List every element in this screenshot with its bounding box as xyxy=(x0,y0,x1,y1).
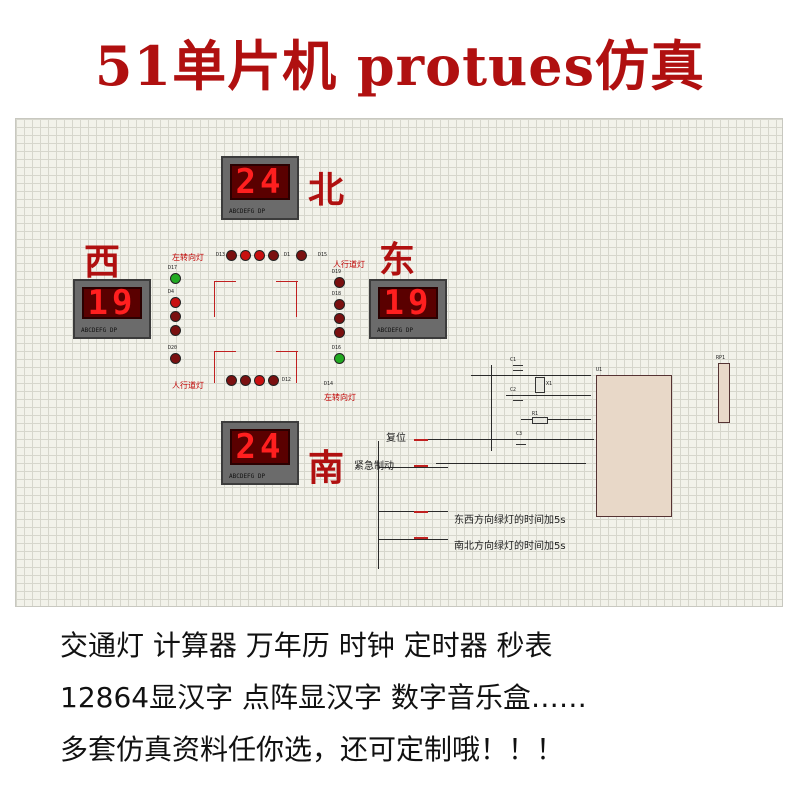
road-line xyxy=(276,351,298,352)
led-east-4 xyxy=(334,327,345,338)
led-west-5 xyxy=(170,353,181,364)
reset-button[interactable] xyxy=(414,431,428,441)
wire xyxy=(506,395,591,396)
wire xyxy=(378,441,379,569)
wire xyxy=(491,365,492,451)
crystal-x1 xyxy=(535,377,545,393)
bottom-line-1: 交通灯 计算器 万年历 时钟 定时器 秒表 xyxy=(60,629,553,662)
north-label: 北 xyxy=(308,170,345,211)
south-label: 南 xyxy=(308,448,345,489)
led-east-3 xyxy=(334,313,345,324)
wire xyxy=(436,463,586,464)
led-top-1 xyxy=(226,250,237,261)
bottom-line-3: 多套仿真资料任你选，还可定制哦！！！ xyxy=(60,733,565,766)
road-line xyxy=(296,351,297,383)
led-ref-d1: D1 xyxy=(284,252,291,258)
led-top-5 xyxy=(296,250,307,261)
capacitor-c3 xyxy=(516,439,526,445)
wire xyxy=(378,467,448,468)
north-display-digits: 24 xyxy=(230,162,290,202)
emergency-button[interactable] xyxy=(414,457,428,467)
ns-plus-label: 南北方向绿灯的时间加5s xyxy=(454,541,566,552)
mcu-u1[interactable] xyxy=(596,375,672,517)
led-ref-d16: D16 xyxy=(332,345,342,351)
road-line xyxy=(214,281,236,282)
wire xyxy=(521,419,591,420)
led-top-4 xyxy=(268,250,279,261)
led-ref-d17: D17 xyxy=(168,265,178,271)
capacitor-c1 xyxy=(513,365,523,371)
led-bottom-1 xyxy=(226,375,237,386)
left-turn-label-bottom: 左转向灯 xyxy=(324,393,356,402)
resistor-r1 xyxy=(532,417,548,424)
west-label: 西 xyxy=(84,242,121,283)
east-display: 19 ABCDEFG DP xyxy=(369,279,447,339)
road-line xyxy=(214,351,215,383)
page-title: 51单片机 protues仿真 xyxy=(94,34,706,98)
led-ref-d4: D4 xyxy=(168,289,175,295)
road-line xyxy=(276,281,298,282)
west-display: 19 ABCDEFG DP xyxy=(73,279,151,339)
led-bottom-3 xyxy=(254,375,265,386)
c1-label: C1 xyxy=(510,357,517,363)
resistor-pack-rp1[interactable] xyxy=(718,363,730,423)
x1-label: X1 xyxy=(546,381,553,387)
west-display-pins: ABCDEFG DP xyxy=(81,327,118,334)
wire xyxy=(414,439,594,440)
north-display-pins: ABCDEFG DP xyxy=(229,208,266,215)
led-west-3 xyxy=(170,311,181,322)
capacitor-c2 xyxy=(513,395,523,401)
led-ref-d18: D18 xyxy=(332,291,342,297)
wire xyxy=(471,375,591,376)
led-bottom-2 xyxy=(240,375,251,386)
led-ref-d14: D14 xyxy=(324,381,334,387)
led-east-2 xyxy=(334,299,345,310)
south-display-digits: 24 xyxy=(230,427,290,467)
ew-plus-button[interactable] xyxy=(414,503,428,513)
schematic-canvas[interactable]: 24 ABCDEFG DP 北 19 ABCDEFG DP 西 19 ABCDE… xyxy=(15,118,783,607)
led-top-3 xyxy=(254,250,265,261)
pedestrian-label-bottom: 人行道灯 xyxy=(172,381,204,390)
led-east-5 xyxy=(334,353,345,364)
bottom-line-2: 12864显汉字 点阵显汉字 数字音乐盒…… xyxy=(60,681,587,714)
east-label: 东 xyxy=(379,240,416,281)
wire xyxy=(378,511,448,512)
led-east-1 xyxy=(334,277,345,288)
c2-label: C2 xyxy=(510,387,517,393)
road-line xyxy=(214,351,236,352)
pedestrian-label-top: 人行道灯 xyxy=(333,260,365,269)
west-display-digits: 19 xyxy=(82,283,142,323)
south-display: 24 ABCDEFG DP xyxy=(221,421,299,485)
led-top-2 xyxy=(240,250,251,261)
c3-label: C3 xyxy=(516,431,523,437)
led-ref-d13: D13 xyxy=(216,252,226,258)
led-ref-d15: D15 xyxy=(318,252,328,258)
led-bottom-4 xyxy=(268,375,279,386)
road-line xyxy=(296,281,297,317)
north-display: 24 ABCDEFG DP xyxy=(221,156,299,220)
led-ref-d12: D12 xyxy=(282,377,292,383)
r1-label: R1 xyxy=(532,411,539,417)
led-west-4 xyxy=(170,325,181,336)
east-display-pins: ABCDEFG DP xyxy=(377,327,414,334)
ew-plus-label: 东西方向绿灯的时间加5s xyxy=(454,515,566,526)
led-west-2 xyxy=(170,297,181,308)
led-ref-d19: D19 xyxy=(332,269,342,275)
rp1-label: RP1 xyxy=(716,355,726,361)
ns-plus-button[interactable] xyxy=(414,529,428,539)
reset-label: 复位 xyxy=(386,433,406,444)
led-ref-d20: D20 xyxy=(168,345,178,351)
emergency-label: 紧急制动 xyxy=(354,461,394,472)
u1-label: U1 xyxy=(596,367,603,373)
wire xyxy=(378,539,448,540)
led-west-1 xyxy=(170,273,181,284)
east-display-digits: 19 xyxy=(378,283,438,323)
road-line xyxy=(214,281,215,317)
south-display-pins: ABCDEFG DP xyxy=(229,473,266,480)
left-turn-label-top: 左转向灯 xyxy=(172,253,204,262)
